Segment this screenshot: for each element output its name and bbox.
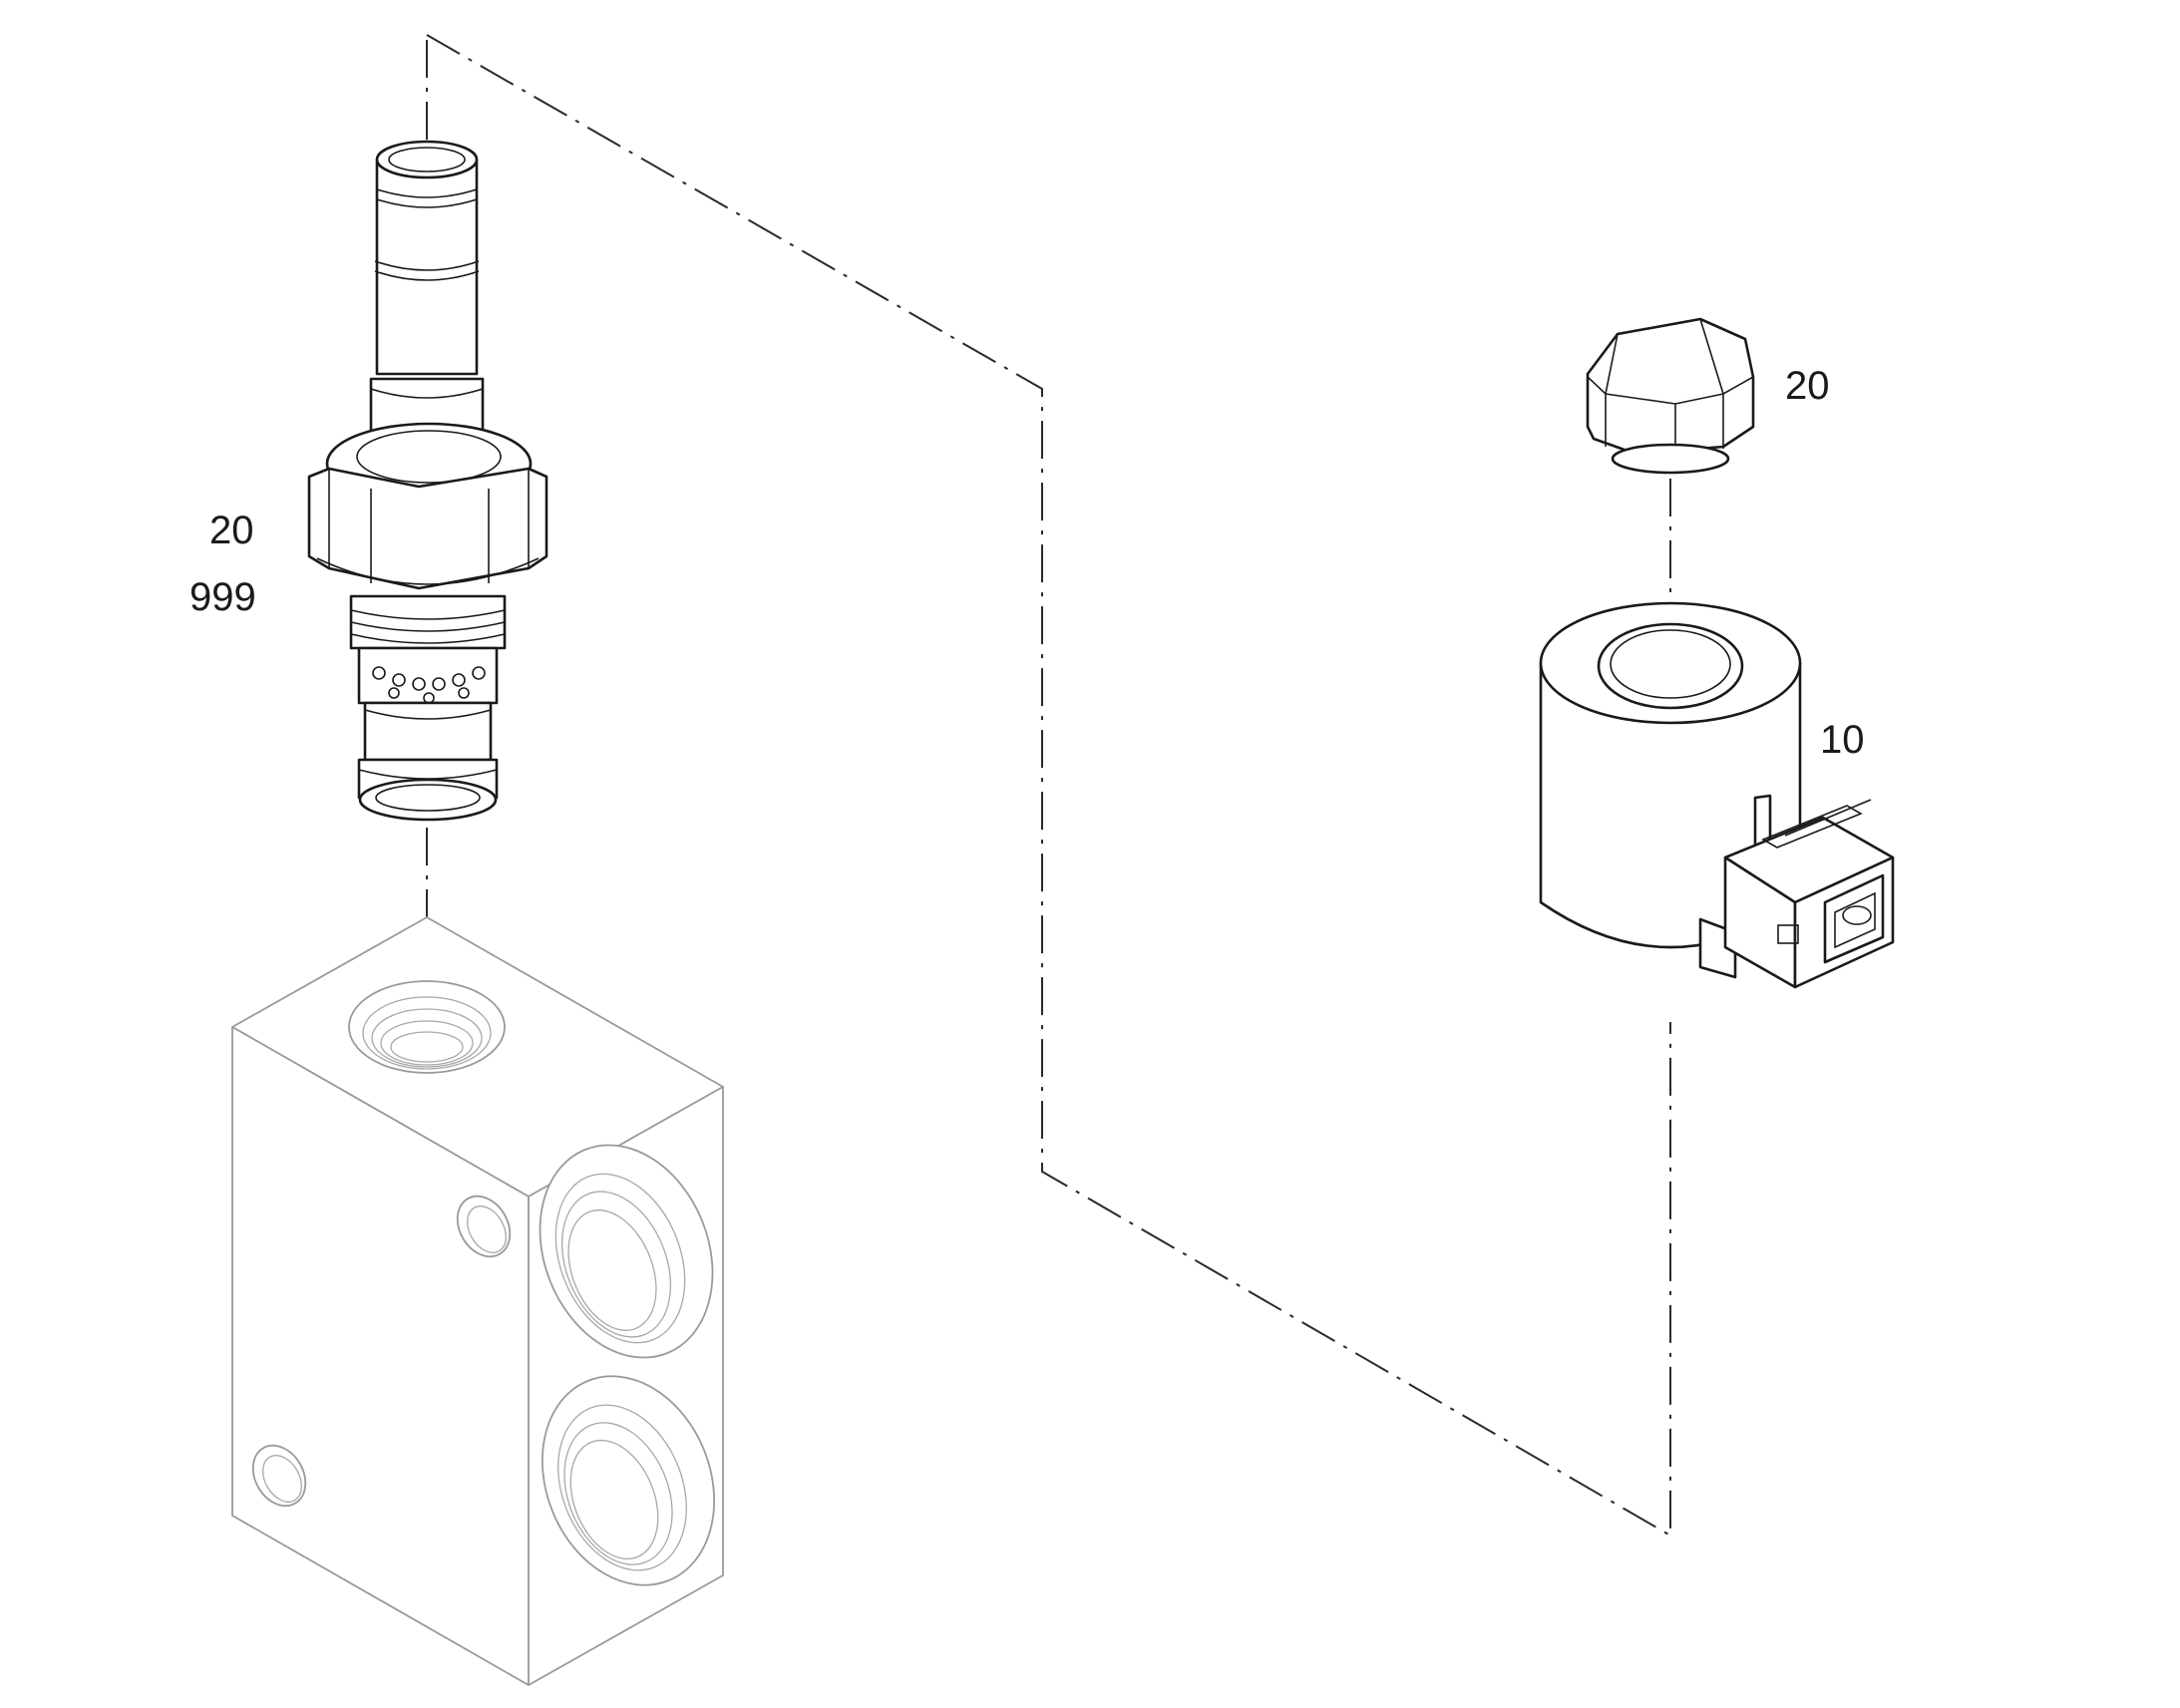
valve-cartridge bbox=[307, 140, 548, 822]
callout-labels: 20 999 20 10 bbox=[189, 364, 1865, 762]
label-solenoid-coil-part: 10 bbox=[1820, 718, 1865, 762]
valve-body-block bbox=[231, 916, 724, 1686]
cap-nut bbox=[1586, 317, 1755, 475]
block-top-port bbox=[348, 980, 506, 1074]
coil-connector bbox=[1698, 794, 1895, 989]
coil-bore bbox=[1597, 622, 1744, 710]
label-cap-nut-part: 20 bbox=[1785, 364, 1830, 408]
cartridge-hex-nut bbox=[307, 467, 548, 590]
label-valve-cartridge-sub: 999 bbox=[189, 575, 256, 619]
cartridge-tip bbox=[358, 778, 498, 822]
cartridge-to-coil-axis bbox=[426, 34, 1671, 1537]
label-valve-cartridge-part: 20 bbox=[209, 509, 254, 552]
block-front-port-upper bbox=[539, 1144, 714, 1359]
solenoid-coil bbox=[1539, 601, 1895, 989]
